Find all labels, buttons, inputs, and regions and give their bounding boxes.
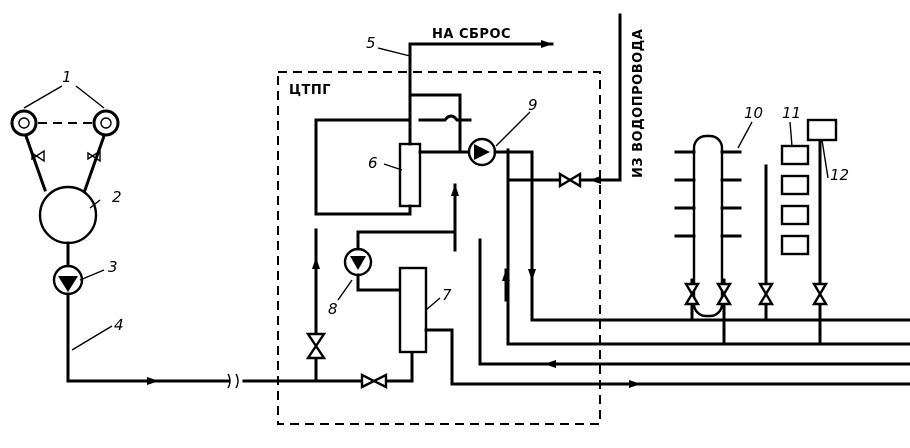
num-6: 6 xyxy=(368,154,378,172)
radiators-11 xyxy=(757,138,829,346)
num-3: 3 xyxy=(108,258,118,276)
ctpg-boundary xyxy=(277,71,601,425)
num-11: 11 xyxy=(782,104,801,122)
boiler-group xyxy=(10,109,120,192)
num-4: 4 xyxy=(114,316,124,334)
num-7: 7 xyxy=(442,286,452,304)
label-discharge: НА СБРОС xyxy=(432,27,511,42)
valve-main xyxy=(360,373,388,389)
num-5: 5 xyxy=(366,34,376,52)
num-2: 2 xyxy=(112,188,122,206)
pump-3 xyxy=(52,264,84,296)
label-ctpg: ЦТПГ xyxy=(289,83,331,98)
pump-9 xyxy=(467,137,497,167)
tank-12 xyxy=(806,118,838,142)
label-water-supply: ИЗ ВОДОПРОВОДА xyxy=(631,29,646,178)
num-8: 8 xyxy=(328,300,338,318)
main-line-4 xyxy=(66,292,230,383)
water-supply-line xyxy=(506,13,622,182)
num-1: 1 xyxy=(62,68,72,86)
riser-10 xyxy=(674,134,742,346)
supply-line-out xyxy=(530,278,910,322)
heater-6 xyxy=(398,142,422,208)
num-9: 9 xyxy=(528,96,538,114)
num-12: 12 xyxy=(830,166,849,184)
valve-supply xyxy=(558,171,582,189)
valve-left xyxy=(305,332,327,360)
num-10: 10 xyxy=(744,104,763,122)
pump-8 xyxy=(343,247,373,277)
heat-exchanger-2 xyxy=(38,185,98,245)
heater-7 xyxy=(398,266,428,354)
